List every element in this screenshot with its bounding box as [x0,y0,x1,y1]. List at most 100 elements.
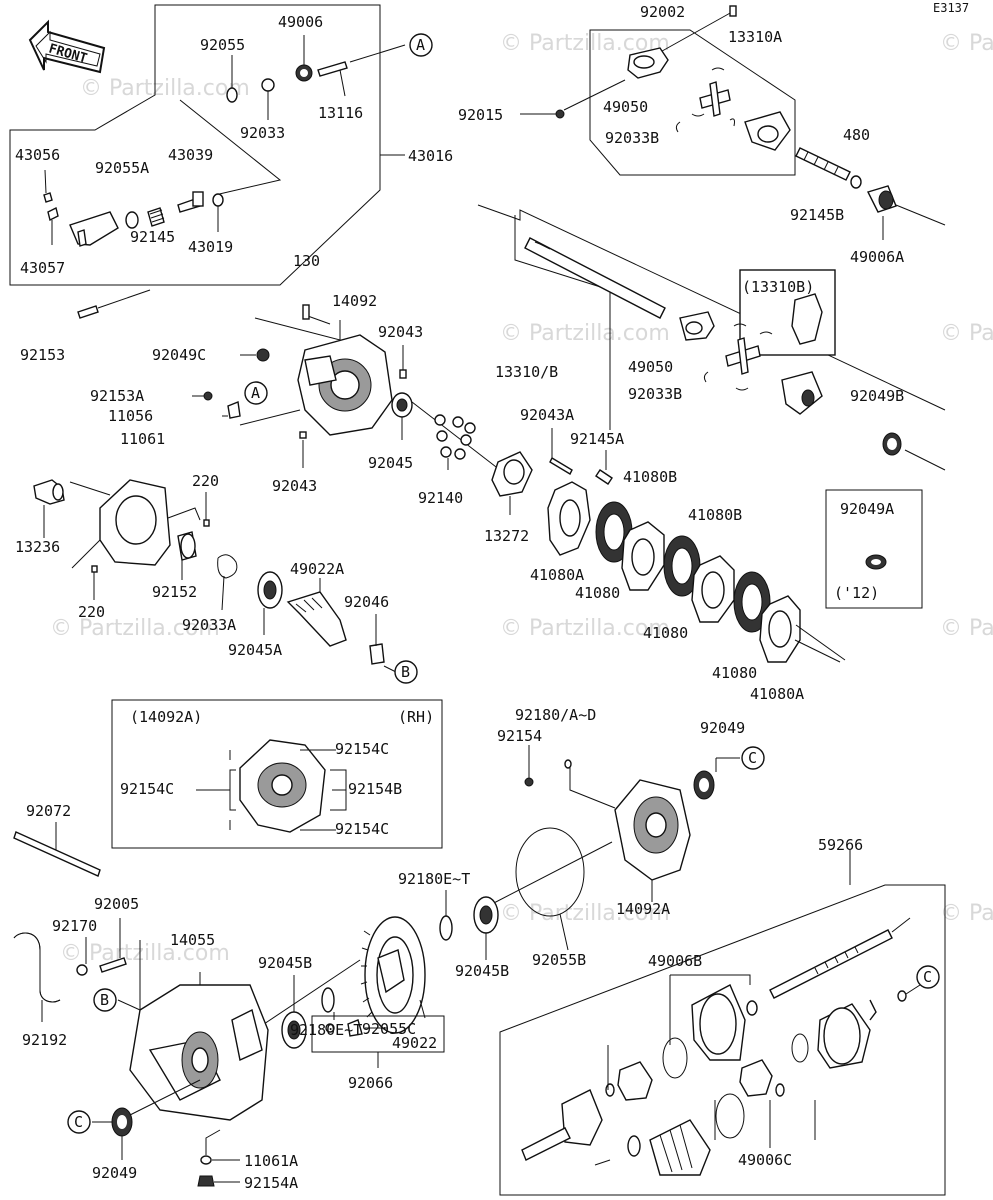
driveshaft-59266-group [499,850,946,1196]
box-92049a [825,489,923,609]
part-label-49006a: 49006A [850,248,904,266]
part-label-13116: 13116 [318,104,363,122]
part-label-11056: 11056 [108,407,153,425]
svg-text:(13310B): (13310B) [742,278,814,296]
part-label-92033b_b: 92033B [628,385,682,403]
part-label-92002: 92002 [640,3,685,21]
part-label-92049b: 92049 [92,1164,137,1182]
svg-text:© Partzilla.com: © Partzilla.com [940,616,993,641]
box-14092a [111,699,443,849]
part-label-43019: 43019 [188,238,233,256]
part-label-43056: 43056 [15,146,60,164]
front-arrow: FRONT [28,19,106,74]
part-label-41080a_a: 41080A [530,566,584,584]
part-label-92153: 92153 [20,346,65,364]
part-label-49006b: 49006B [648,952,702,970]
diagram-code: E3137 [933,1,969,15]
part-label-92145a: 92145A [570,430,624,448]
part-label-92154c_b: 92154C [120,780,174,798]
part-label-92154c_c: 92154C [335,820,389,838]
part-label-49006c: 49006C [738,1151,792,1169]
part-label-41080_a: 41080 [575,584,620,602]
part-label-49050b: 49050 [628,358,673,376]
part-label-92170: 92170 [52,917,97,935]
part-label-92140: 92140 [418,489,463,507]
part-label-92154: 92154 [497,727,542,745]
part-label-92043a: 92043A [520,406,574,424]
svg-text:B: B [401,663,410,681]
svg-text:© Partzilla.com: © Partzilla.com [60,941,230,966]
bracket-43016-group [9,4,406,319]
part-label-92046: 92046 [344,593,389,611]
part-label-92055a: 92055A [95,159,149,177]
part-label-92005: 92005 [94,895,139,913]
part-label-43016: 43016 [408,147,453,165]
part-label-92049a: 92049A [840,500,894,518]
part-label-92154a: 92154A [244,1174,298,1192]
part-label-41080_b: 41080 [643,624,688,642]
part-label-43039: 43039 [168,146,213,164]
part-label-92154c_a: 92154C [335,740,389,758]
part-label-92049c: 92049C [152,346,206,364]
svg-text:© Partzilla.com: © Partzilla.com [500,616,670,641]
gearcase-14092-group [192,304,613,515]
part-label-92180ad: 92180/A~D [515,706,596,724]
part-label-41080b_b: 41080B [688,506,742,524]
propshaft-group [477,204,946,471]
part-label-92033: 92033 [240,124,285,142]
housing-14055-group [13,918,445,1187]
part-label-49050a: 49050 [603,98,648,116]
part-label-92180et_a: 92180E~T [398,870,470,888]
part-label-92055b: 92055B [532,951,586,969]
cover-11061-group [33,479,397,673]
part-label-92180et_b: 92180E~T [290,1021,362,1039]
svg-text:C: C [748,749,757,767]
ring-gear-group [209,890,499,1061]
part-label-92145: 92145 [130,228,175,246]
svg-text:© Partzilla.com: © Partzilla.com [500,321,670,346]
part-label-92066: 92066 [348,1074,393,1092]
part-label-49006: 49006 [278,13,323,31]
part-label-13310b_lbl: 13310/B [495,363,558,381]
part-label-92045: 92045 [368,454,413,472]
svg-text:© Partzilla.com: © Partzilla.com [940,321,993,346]
tie-92072 [13,822,101,877]
watermarks: © Partzilla.com © Partzilla.com © Partzi… [50,31,993,966]
part-label-480: 480 [843,126,870,144]
part-label-49022a: 49022A [290,560,344,578]
group-labels: (13310B) (14092A) (RH) ('12) [130,278,879,726]
part-label-41080b_a: 41080B [623,468,677,486]
svg-text:(RH): (RH) [398,708,434,726]
part-label-92033a: 92033A [182,616,236,634]
part-label-130: 130 [293,252,320,270]
rh-case-group [489,745,740,951]
part-label-43057: 43057 [20,259,65,277]
part-label-92045b_a: 92045B [455,962,509,980]
part-label-92145b: 92145B [790,206,844,224]
svg-text:('12): ('12) [834,584,879,602]
part-label-92015: 92015 [458,106,503,124]
part-label-14055: 14055 [170,931,215,949]
part-label-92055c: 92055C [362,1020,416,1038]
part-label-92049a: 92049 [700,719,745,737]
part-label-14092a: 14092A [616,900,670,918]
clutch-plates [547,481,846,663]
part-label-49022: 49022 [392,1034,437,1052]
part-label-92045b_b: 92045B [258,954,312,972]
svg-text:C: C [923,968,932,986]
part-label-220b: 220 [78,603,105,621]
svg-text:(14092A): (14092A) [130,708,202,726]
part-label-41080_c: 41080 [712,664,757,682]
part-label-92152: 92152 [152,583,197,601]
part-label-11061: 11061 [120,430,165,448]
part-label-59266: 59266 [818,836,863,854]
part-label-13310a: 13310A [728,28,782,46]
part-label-92043b: 92043 [272,477,317,495]
part-label-92055: 92055 [200,36,245,54]
part-label-92154b: 92154B [348,780,402,798]
svg-text:A: A [416,36,425,54]
part-label-14092: 14092 [332,292,377,310]
